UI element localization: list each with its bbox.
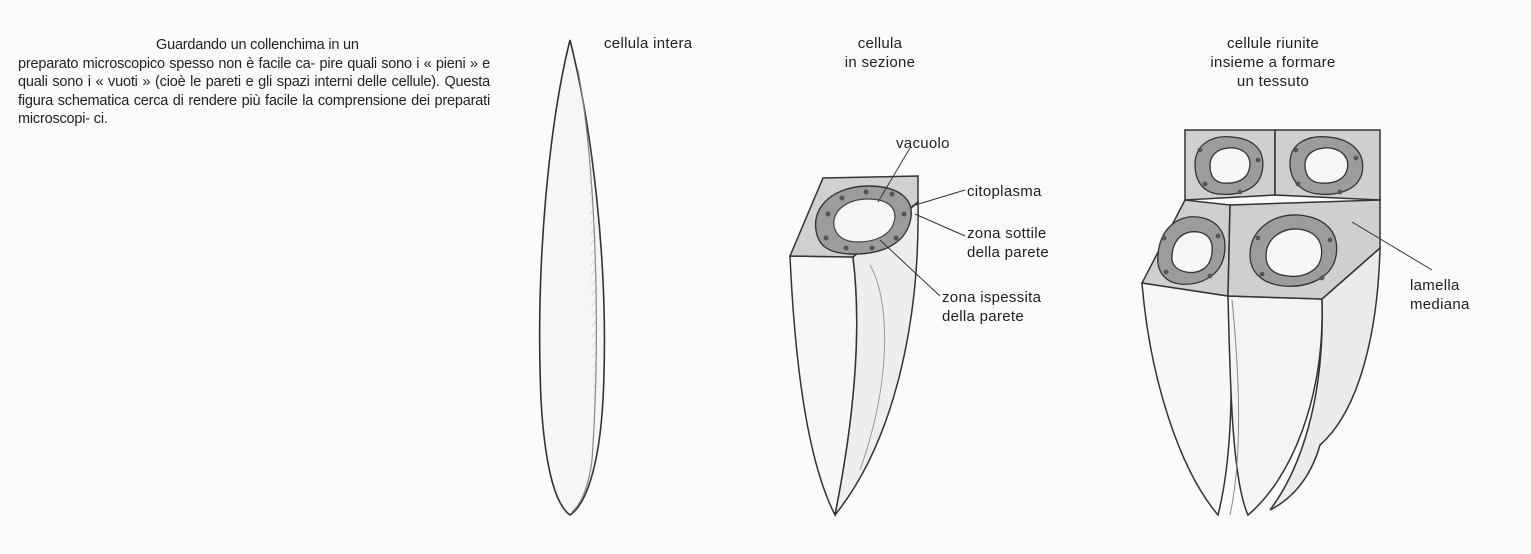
thin-zone-label-line: zona sottile [967,224,1049,243]
middle-lamella-label-line: lamella [1410,276,1470,295]
vacuole-label: vacuolo [896,134,950,153]
section-cell-drawing [790,148,965,515]
tissue-drawing [1142,130,1432,515]
thin-zone-label: zona sottile della parete [967,224,1049,262]
section-cell-label-line: cellula [820,34,940,53]
section-cell-label-line: in sezione [820,53,940,72]
tissue-label-line: insieme a formare [1188,53,1358,72]
tissue-label-line: un tessuto [1188,72,1358,91]
middle-lamella-label-line: mediana [1410,295,1470,314]
whole-cell-drawing [540,40,605,515]
section-cell-label: cellula in sezione [820,34,940,72]
thick-zone-label-line: zona ispessita [942,288,1041,307]
thin-zone-label-line: della parete [967,243,1049,262]
tissue-label: cellule riunite insieme a formare un tes… [1188,34,1358,91]
thick-zone-label: zona ispessita della parete [942,288,1041,326]
tissue-label-line: cellule riunite [1188,34,1358,53]
whole-cell-label: cellula intera [604,34,692,53]
thick-zone-label-line: della parete [942,307,1041,326]
cytoplasm-label: citoplasma [967,182,1042,201]
middle-lamella-label: lamella mediana [1410,276,1470,314]
